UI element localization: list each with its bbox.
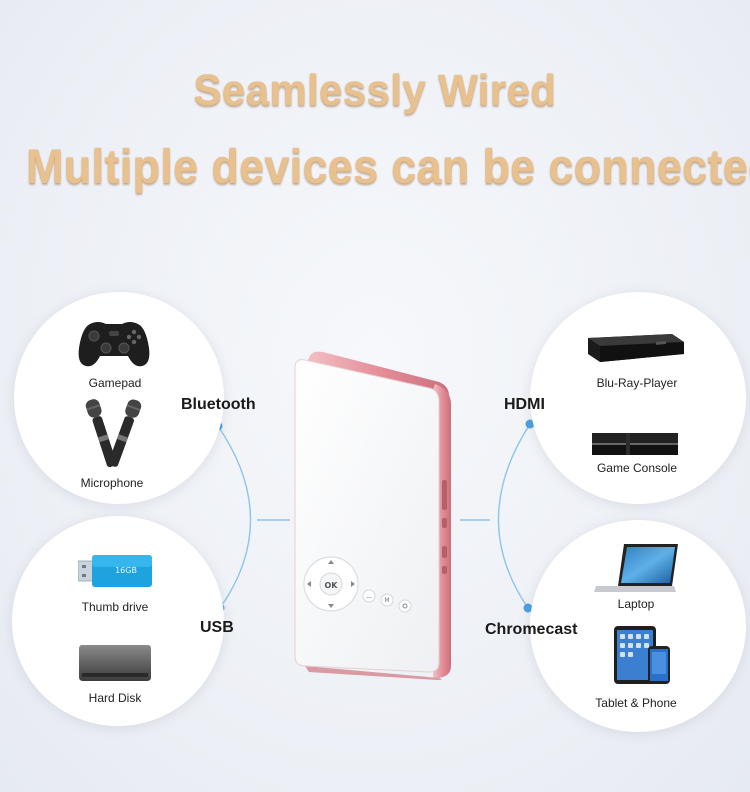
headline-line-1: Seamlessly Wired	[193, 66, 557, 115]
usb-stick-capacity: 16GB	[115, 566, 137, 575]
gamepad-icon	[78, 322, 150, 367]
tablet-phone-icon	[614, 626, 670, 684]
right-connector-arc	[497, 423, 531, 609]
usb-stick-icon: 16GB	[78, 555, 152, 587]
microphone-icon	[85, 399, 142, 468]
ok-button-label: OK	[325, 581, 339, 590]
laptop-icon	[594, 544, 678, 592]
hard-disk-icon	[79, 645, 151, 681]
hdmi-devices-circle	[530, 292, 746, 504]
thumb-drive-label: Thumb drive	[81, 600, 149, 614]
m-button-label: M	[384, 597, 389, 604]
hdmi-label: HDMI	[504, 396, 545, 413]
microphone-label: Microphone	[80, 476, 144, 490]
gamepad-label: Gamepad	[88, 376, 142, 390]
laptop-label: Laptop	[617, 597, 655, 611]
usb-devices-circle	[12, 516, 224, 726]
mini-projector: OK — M	[294, 351, 451, 680]
headline-line-2: Multiple devices can be connected	[26, 141, 750, 194]
usb-label: USB	[200, 619, 234, 636]
hard-disk-label: Hard Disk	[88, 691, 142, 705]
svg-text:—: —	[366, 594, 372, 601]
left-connector-arc	[217, 425, 252, 609]
bluray-player-label: Blu-Ray-Player	[596, 376, 678, 390]
bluray-player-icon	[588, 334, 684, 362]
bluetooth-label: Bluetooth	[181, 396, 256, 413]
chromecast-label: Chromecast	[485, 621, 578, 638]
tablet-phone-label: Tablet & Phone	[595, 696, 677, 710]
game-console-label: Game Console	[596, 461, 678, 475]
game-console-icon	[592, 433, 678, 455]
